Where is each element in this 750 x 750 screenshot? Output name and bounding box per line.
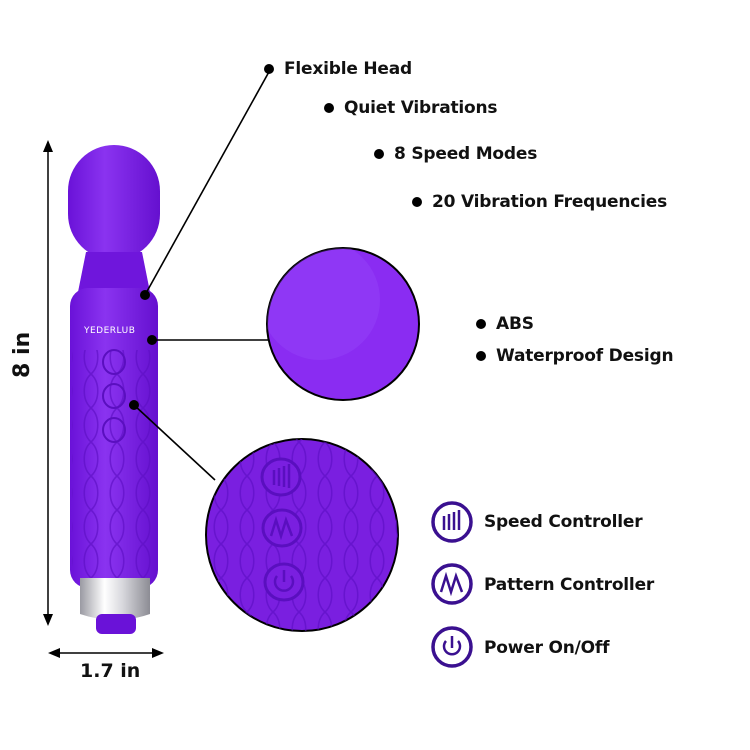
wand-head [68, 145, 160, 260]
buttons-zoom-circle [205, 438, 399, 632]
feature-waterproof: Waterproof Design [476, 346, 674, 366]
wand-chrome-base [80, 578, 150, 620]
callout-flexible-head [140, 69, 271, 300]
feature-vibration-frequencies: 20 Vibration Frequencies [412, 192, 667, 212]
height-dimension-line [43, 140, 53, 626]
width-label: 1.7 in [80, 660, 141, 682]
brand-label: YEDERLUB [83, 326, 135, 336]
power-icon [431, 626, 473, 668]
bullet-icon [374, 149, 384, 159]
feature-label: Quiet Vibrations [344, 98, 498, 118]
bullet-icon [264, 64, 274, 74]
feature-speed-modes: 8 Speed Modes [374, 144, 537, 164]
width-dimension-line [48, 648, 164, 658]
feature-abs: ABS [476, 314, 534, 334]
legend-speed-controller-label: Speed Controller [484, 512, 643, 532]
wand-charging-cap [96, 614, 136, 634]
wand-neck [78, 252, 150, 292]
material-zoom-circle [266, 247, 420, 401]
wand-buttons [102, 349, 126, 443]
feature-label: 8 Speed Modes [394, 144, 538, 164]
legend-power-label: Power On/Off [484, 638, 610, 658]
legend-pattern-controller-label: Pattern Controller [484, 575, 655, 595]
speed-controller-icon [431, 501, 473, 543]
callout-buttons [129, 400, 216, 481]
feature-label: Waterproof Design [496, 346, 674, 366]
pattern-controller-icon [431, 563, 473, 605]
bullet-icon [476, 351, 486, 361]
feature-label: Flexible Head [284, 59, 413, 79]
wand-product: YEDERLUB [68, 145, 160, 634]
bullet-icon [412, 197, 422, 207]
feature-label: ABS [496, 314, 534, 334]
bullet-icon [476, 319, 486, 329]
bullet-icon [324, 103, 334, 113]
feature-flexible-head: Flexible Head [264, 59, 412, 79]
feature-label: 20 Vibration Frequencies [432, 192, 668, 212]
feature-quiet-vibrations: Quiet Vibrations [324, 98, 498, 118]
callout-material [147, 335, 268, 345]
height-label: 8 in [10, 331, 35, 378]
